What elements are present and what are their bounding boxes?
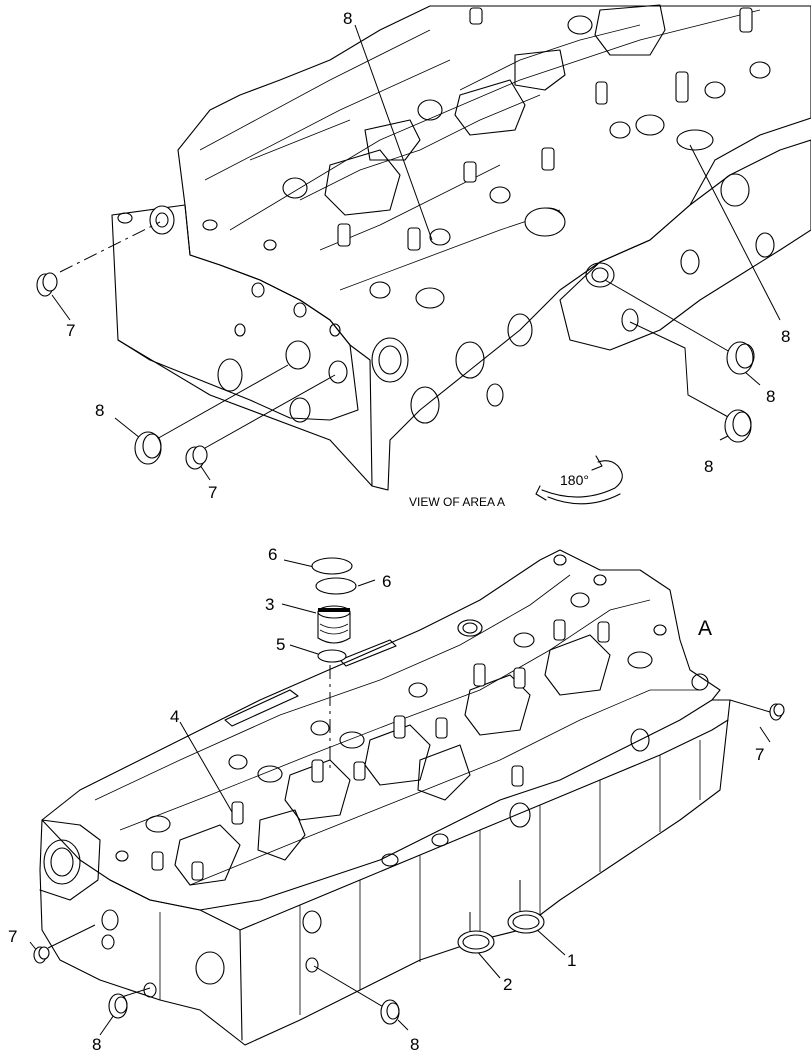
end-plate-port [43,839,81,885]
cylinder-head-detail-lower-edge [117,339,373,487]
rotation-arrow-icon [535,455,623,505]
callout-4: 4 [170,707,179,726]
injector-seat-ring [457,619,483,637]
detail-view-area-a: 8 8 8 8 8 7 7 VIEW OF AREA A 180° [36,4,811,509]
callout-8-lower-center: 8 [410,1035,419,1054]
cylinder-head-detail-side-face [111,204,359,421]
cylinder-head-deck-edge [109,879,243,1041]
seal-ring-2 [457,930,495,954]
callout-7-left: 7 [8,927,17,946]
main-cylinder-head-view: 6 6 3 5 4 A 7 7 8 8 2 1 [8,545,785,1054]
studs-detail [337,7,753,251]
cylinder-head-front-face [39,699,731,1046]
side-ribs [159,740,701,1015]
seal-8-lower-center [380,999,400,1025]
callout-8-detail-right-low: 8 [704,457,713,476]
o-ring-5 [317,649,347,663]
end-plate [39,819,101,901]
seal-8-lower-left [108,993,128,1019]
leaders-detail [51,24,781,481]
callout-3: 3 [265,595,274,614]
plug-7-right [769,703,785,721]
callout-2: 2 [503,975,512,994]
plug-7-left [33,946,50,964]
cylinder-head-top-outline [41,549,721,911]
gasket-rail-detail [199,9,761,231]
callout-1: 1 [567,951,576,970]
rotation-label: 180° [560,472,589,488]
cylinder-head-detail-outline [177,5,811,491]
manifold-flange-detail [559,139,811,351]
bores-main [101,554,709,998]
callout-7-right: 7 [755,745,764,764]
callout-6-lower: 6 [382,572,391,591]
cover-rail-slot [224,689,299,727]
callout-8-detail-left: 8 [95,401,104,420]
seal-8-detail-right-lower [724,409,752,443]
bores-detail [117,15,775,424]
rocker-pedestals-detail [324,4,666,216]
callout-7-detail-center: 7 [208,483,217,502]
callout-5: 5 [276,635,285,654]
o-ring-6-upper [311,557,353,575]
plug-7-detail-center [185,445,208,470]
seal-ring-1 [507,910,545,934]
callout-8-detail-top: 8 [343,9,352,28]
seated-plugs-detail [149,205,566,384]
seal-8-detail-left [134,431,162,465]
callout-8-detail-right-mid: 8 [766,387,775,406]
plug-7-detail-left [36,272,58,297]
o-ring-6-lower [315,577,357,595]
cylinder-head-lower-rail [239,719,729,931]
internal-passages-detail [249,24,641,291]
callout-6-upper: 6 [268,545,277,564]
studs-main [151,619,610,881]
seal-8-detail-right-upper [726,341,755,375]
area-marker: A [698,617,712,640]
rocker-bridges-main [174,634,611,886]
leaders-main [29,559,771,1036]
gasket-rail-main [94,574,700,886]
callout-7-detail-left: 7 [66,321,75,340]
callout-8-detail-right-top: 8 [781,327,790,346]
sleeve-3 [317,605,351,644]
view-caption: VIEW OF AREA A [409,495,505,509]
callout-8-lower-left: 8 [92,1035,101,1054]
